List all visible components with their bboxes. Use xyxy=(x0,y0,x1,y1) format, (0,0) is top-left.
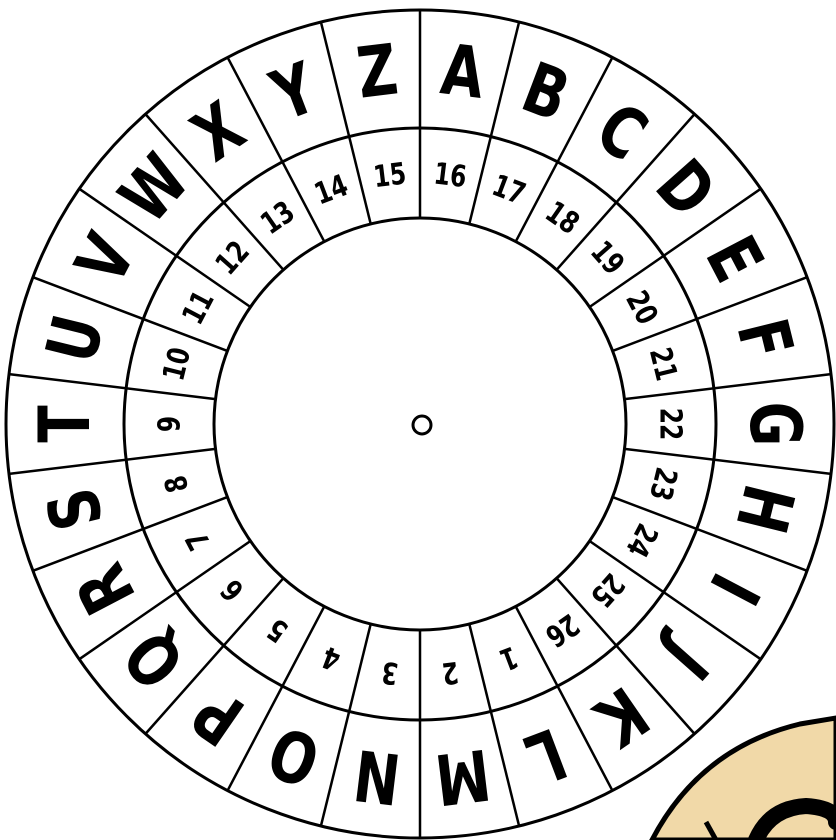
inner-ring-number: 22 xyxy=(653,408,688,441)
inner-ring-number: 9 xyxy=(153,416,188,432)
inner-ring-number: 16 xyxy=(432,157,468,195)
center-pin-hole[interactable] xyxy=(413,416,431,434)
inner-ring-number: 15 xyxy=(372,157,408,195)
outer-ring-letter: T xyxy=(24,405,105,442)
outer-ring-letter: N xyxy=(350,733,405,819)
outer-ring-letter: M xyxy=(431,733,495,820)
outer-ring-letter: G xyxy=(734,402,815,447)
